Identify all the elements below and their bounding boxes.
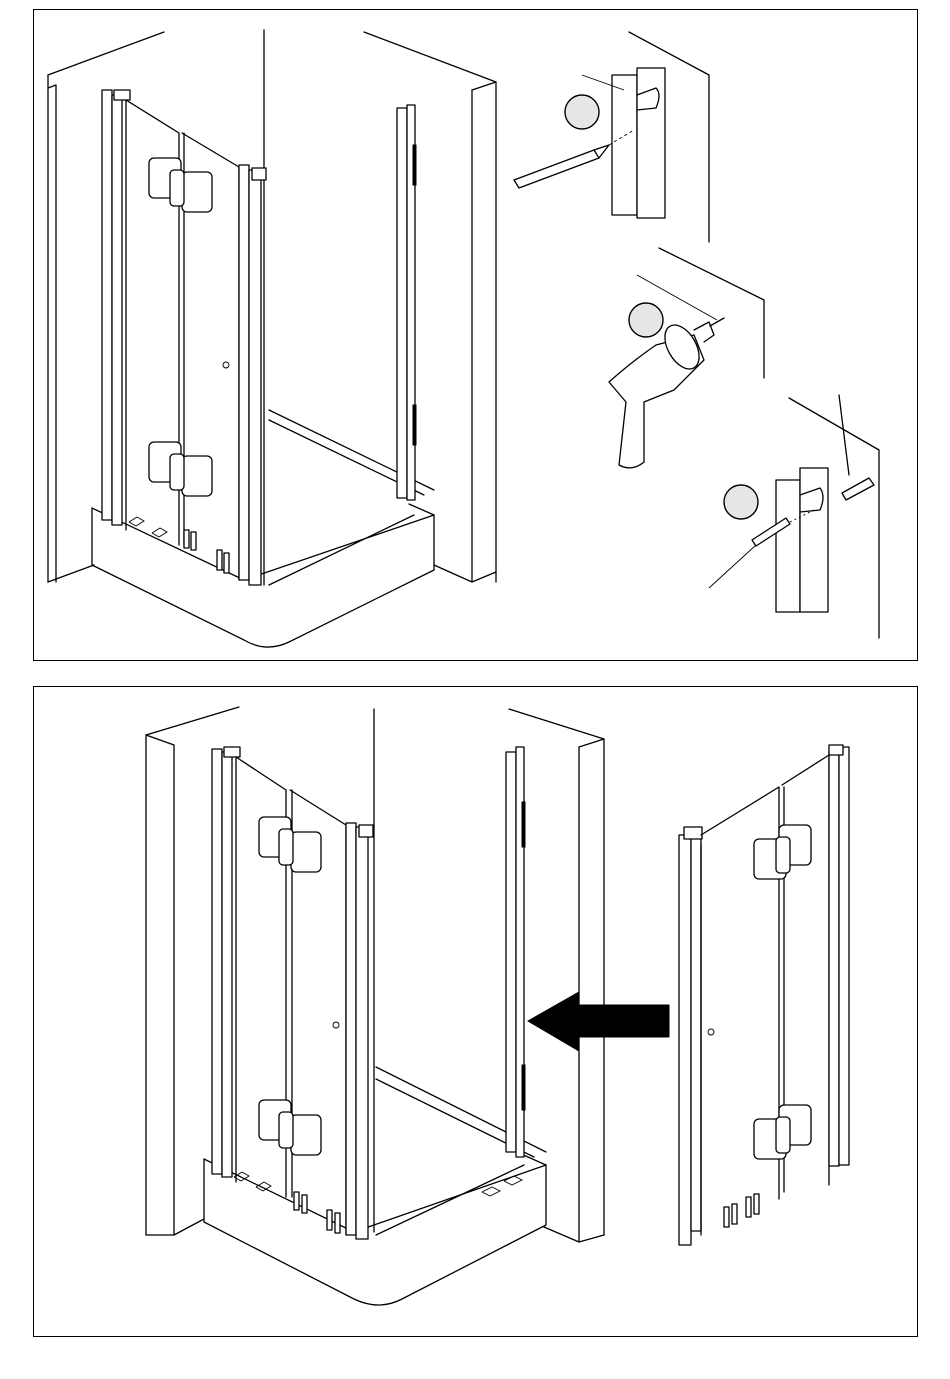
callout-1 <box>565 95 599 129</box>
wall-profile-right <box>506 747 525 1157</box>
step2-illustration <box>34 687 919 1338</box>
panel-handle-hole <box>708 1029 714 1035</box>
step1-illustration <box>34 10 919 662</box>
side-bottom-clips <box>724 1194 759 1227</box>
wall-profile-right <box>397 105 416 500</box>
detail-mark-holes <box>514 32 709 242</box>
callout-2 <box>629 303 663 337</box>
hinge-upper <box>149 158 212 212</box>
wall-plug-icon <box>842 478 874 500</box>
right-wall <box>364 32 496 582</box>
instruction-panel-top <box>33 9 918 661</box>
hinge-upper <box>259 817 321 872</box>
side-hinge-upper <box>754 825 811 879</box>
side-hinge-lower <box>754 1105 811 1159</box>
folding-door <box>236 757 373 1239</box>
shower-tray <box>204 1067 546 1305</box>
door-handle-hole <box>333 1022 339 1028</box>
arrow-left-icon <box>528 992 669 1051</box>
callout-3 <box>724 485 758 519</box>
pencil-icon <box>514 150 599 188</box>
door-handle-hole <box>223 362 229 368</box>
shower-tray <box>92 410 434 647</box>
hinge-lower <box>149 442 212 496</box>
instruction-panel-bottom <box>33 686 918 1337</box>
detail-drill <box>609 248 764 468</box>
hinge-lower <box>259 1100 321 1155</box>
side-panel-assembly <box>679 745 849 1245</box>
